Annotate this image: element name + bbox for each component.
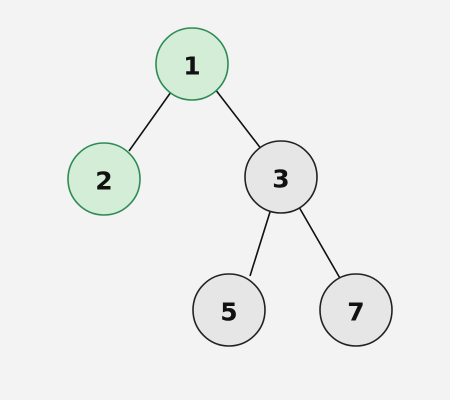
tree-edges	[128, 88, 342, 281]
node-1-circle	[155, 27, 229, 101]
node-1-label: 1	[183, 52, 200, 81]
edge-3-5	[249, 211, 271, 277]
edge-1-2	[128, 91, 172, 152]
edge-3-7	[298, 206, 342, 281]
node-5-label: 5	[220, 298, 237, 327]
tree-node-2: 2	[67, 142, 141, 216]
tree-node-5: 5	[192, 273, 266, 347]
tree-nodes: 1 2 3 5 7	[67, 27, 393, 347]
tree-node-3: 3	[244, 140, 318, 214]
node-2-label: 2	[95, 167, 112, 196]
node-3-label: 3	[272, 165, 289, 194]
tree-node-7: 7	[319, 273, 393, 347]
node-2-circle	[67, 142, 141, 216]
node-3-circle	[244, 140, 318, 214]
tree-node-1: 1	[155, 27, 229, 101]
edge-1-3	[214, 88, 263, 151]
node-7-label: 7	[347, 298, 364, 327]
node-5-circle	[192, 273, 266, 347]
node-7-circle	[319, 273, 393, 347]
